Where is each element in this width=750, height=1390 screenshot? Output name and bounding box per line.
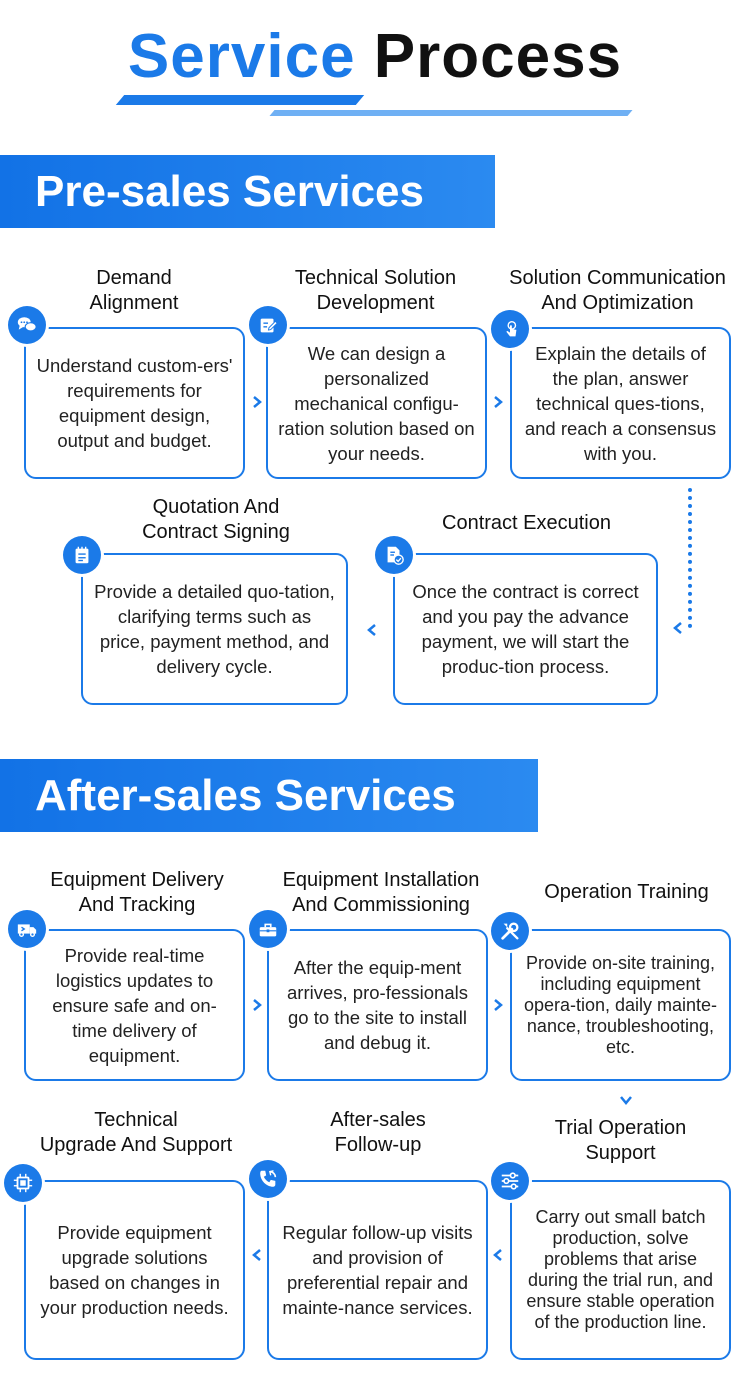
- touch-hand-icon: [491, 310, 529, 348]
- step-box: Once the contract is correct and you pay…: [393, 553, 658, 705]
- step-box: Provide equipment upgrade solutions base…: [24, 1180, 245, 1360]
- step-title: Equipment Delivery And Tracking: [50, 869, 224, 916]
- step-box: After the equip-ment arrives, pro-fessio…: [267, 929, 488, 1081]
- notepad-icon: [63, 536, 101, 574]
- step-title: Demand Alignment: [89, 267, 179, 314]
- step-box: Provide on-site training, including equi…: [510, 929, 731, 1081]
- title-underline-light: [269, 110, 633, 116]
- chevron-right-icon: [249, 997, 265, 1013]
- chevron-left-icon: [364, 622, 380, 638]
- delivery-truck-icon: [8, 910, 46, 948]
- chevron-right-icon: [490, 394, 506, 410]
- step-title: Operation Training: [544, 881, 709, 903]
- page-title-part1: Service: [127, 22, 356, 91]
- step-box: We can design a personalized mechanical …: [266, 327, 487, 479]
- step-box: Explain the details of the plan, answer …: [510, 327, 731, 479]
- step-box: Regular follow-up visits and provision o…: [267, 1180, 488, 1360]
- page-title: Service Process: [0, 22, 750, 92]
- step-box: Carry out small batch production, solve …: [510, 1180, 731, 1360]
- chevron-right-icon: [249, 394, 265, 410]
- chip-icon: [4, 1164, 42, 1202]
- chevron-down-icon: [618, 1092, 634, 1108]
- page-title-part2: Process: [373, 22, 623, 91]
- step-box: Provide real-time logistics updates to e…: [24, 929, 245, 1081]
- step-title: Equipment Installation And Commissioning: [282, 869, 480, 916]
- step-title: Technical Upgrade And Support: [39, 1109, 233, 1156]
- chevron-right-icon: [490, 997, 506, 1013]
- sliders-icon: [491, 1162, 529, 1200]
- chat-bubbles-icon: [8, 306, 46, 344]
- step-title: Trial Operation Support: [554, 1117, 687, 1164]
- document-check-icon: [375, 536, 413, 574]
- chevron-left-icon: [490, 1247, 506, 1263]
- presales-banner: Pre-sales Services: [0, 155, 495, 228]
- step-title: Quotation And Contract Signing: [142, 496, 290, 543]
- title-underline-dark: [115, 95, 365, 105]
- step-title: Technical Solution Development: [294, 267, 457, 314]
- edit-document-icon: [249, 306, 287, 344]
- toolbox-icon: [249, 910, 287, 948]
- tools-icon: [491, 912, 529, 950]
- step-box: Provide a detailed quo-tation, clarifyin…: [81, 553, 348, 705]
- step-title: After-sales Follow-up: [330, 1109, 426, 1156]
- dotted-connector: [688, 488, 696, 628]
- chevron-left-icon: [249, 1247, 265, 1263]
- phone-callback-icon: [249, 1160, 287, 1198]
- aftersales-banner: After-sales Services: [0, 759, 538, 832]
- step-title: Solution Communication And Optimization: [509, 267, 726, 314]
- step-title: Contract Execution: [442, 512, 611, 534]
- step-box: Understand custom-ers' requirements for …: [24, 327, 245, 479]
- chevron-left-icon: [670, 620, 686, 636]
